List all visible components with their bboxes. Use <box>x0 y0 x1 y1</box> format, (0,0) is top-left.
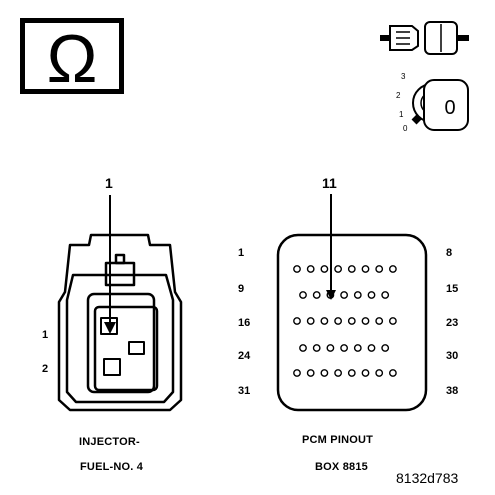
pcm-pin-23 <box>388 317 397 325</box>
pcm-pin-15-label: 15 <box>446 283 459 295</box>
pcm-pin-7 <box>375 265 384 273</box>
pcm-caption-line2: BOX 8815 <box>315 461 368 473</box>
injector-connector <box>57 233 183 412</box>
ignition-position-2: 2 <box>396 91 401 100</box>
pcm-pin-8 <box>388 265 397 273</box>
pcm-pin-31-label: 31 <box>238 385 251 397</box>
ignition-key-position: 0 <box>444 97 455 119</box>
pcm-pin-15 <box>381 291 390 299</box>
injector-caption-line2: FUEL-NO. 4 <box>80 461 144 473</box>
pcm-pin-26 <box>326 344 335 352</box>
connector-disconnect-icon <box>380 21 469 55</box>
pcm-pin-23-label: 23 <box>446 317 459 329</box>
pcm-pin-9 <box>299 291 307 299</box>
pcm-pin-22 <box>375 317 384 325</box>
injector-probe-arrowhead <box>104 322 116 334</box>
pcm-pin-8-label: 8 <box>446 247 453 259</box>
pcm-pin-25 <box>312 344 321 352</box>
pcm-callout: 11 <box>322 175 337 191</box>
pcm-pin-16-label: 16 <box>238 317 251 329</box>
pcm-pin-34 <box>334 369 342 377</box>
pcm-pin-1-label: 1 <box>238 247 245 259</box>
ignition-position-0: 0 <box>403 124 408 133</box>
pcm-pin-17 <box>306 317 315 325</box>
pcm-pin-27 <box>340 344 348 352</box>
pcm-pin-1 <box>293 265 301 273</box>
injector-pin-2-label: 2 <box>42 363 49 375</box>
pcm-pin-12 <box>340 291 348 299</box>
pcm-pin-31 <box>293 369 301 377</box>
pcm-pin-28 <box>353 344 362 352</box>
pcm-pin-16 <box>293 317 301 325</box>
ohmmeter-icon: Ω <box>20 18 124 97</box>
pcm-pin-20 <box>347 317 356 325</box>
pcm-pin-10 <box>312 291 321 299</box>
pcm-pin-37 <box>375 369 384 377</box>
pcm-pin-19 <box>334 317 342 325</box>
pcm-pin-14 <box>367 291 376 299</box>
pcm-caption-line1: PCM PINOUT <box>302 434 374 446</box>
pcm-probe-arrowhead <box>326 290 336 300</box>
ignition-key-icon: 0 3 2 1 0 <box>396 72 469 133</box>
pcm-pin-grid <box>293 265 397 377</box>
pcm-pin-30-label: 30 <box>446 350 459 362</box>
pcm-pin-24 <box>299 344 307 352</box>
pcm-pin-21 <box>361 317 370 325</box>
pcm-pin-2 <box>306 265 315 273</box>
pcm-pin-24-label: 24 <box>238 350 251 362</box>
pcm-pin-3 <box>320 265 329 273</box>
pcm-connector <box>276 233 428 412</box>
pcm-pin-35 <box>347 369 356 377</box>
ohm-symbol: Ω <box>47 21 98 97</box>
injector-caption-line1: INJECTOR- <box>79 436 140 448</box>
figure-id: 8132d783 <box>396 470 459 486</box>
injector-callout: 1 <box>105 175 113 191</box>
pcm-pin-13 <box>353 291 362 299</box>
pcm-pin-38 <box>388 369 397 377</box>
pcm-pin-5 <box>347 265 356 273</box>
injector-pin-1-label: 1 <box>42 329 49 341</box>
pcm-pin-18 <box>320 317 329 325</box>
pcm-pin-36 <box>361 369 370 377</box>
pcm-pin-38-label: 38 <box>446 385 459 397</box>
ignition-position-3: 3 <box>401 72 406 81</box>
ignition-position-1: 1 <box>399 110 404 119</box>
pcm-pin-29 <box>367 344 376 352</box>
pcm-pin-9-label: 9 <box>238 283 245 295</box>
pcm-pin-30 <box>381 344 390 352</box>
pcm-pin-4 <box>334 265 342 273</box>
pcm-pin-33 <box>320 369 329 377</box>
pcm-pin-6 <box>361 265 370 273</box>
pcm-pin-32 <box>306 369 315 377</box>
